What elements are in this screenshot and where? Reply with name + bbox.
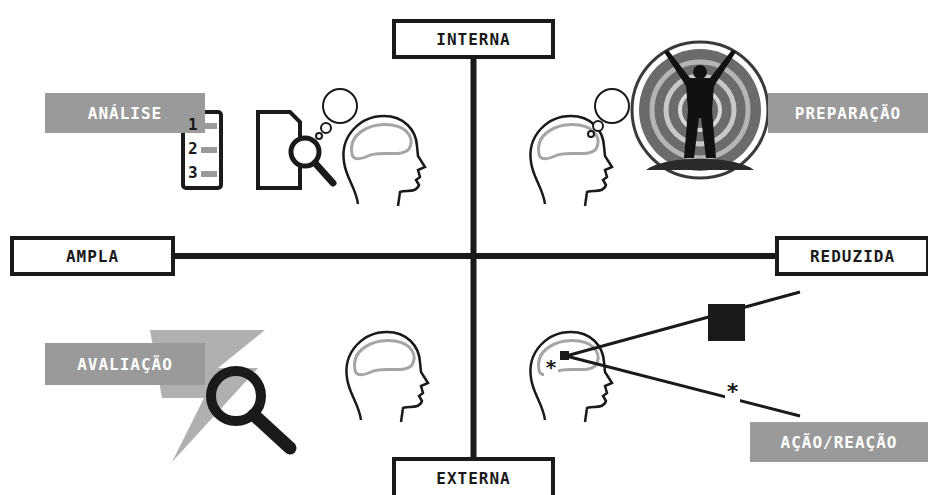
box-label: AMPLA [66, 247, 119, 266]
asterisk-mark: * [544, 357, 558, 377]
box-label: INTERNA [436, 30, 510, 49]
axis-line [175, 253, 775, 259]
box-label: REDUZIDA [810, 247, 895, 266]
action-lines [560, 292, 800, 416]
axis-box: AMPLA [10, 236, 175, 276]
quadrant-tag: PREPARAÇÃO [768, 93, 928, 133]
asterisk-mark: * [725, 381, 740, 403]
box-label: EXTERNA [436, 469, 510, 488]
list-number: 3 [188, 165, 198, 181]
box-label: ANÁLISE [88, 104, 162, 123]
axis-box: REDUZIDA [775, 236, 928, 276]
head-icon [530, 116, 612, 206]
axis-box: EXTERNA [392, 457, 555, 495]
box-label: AVALIAÇÃO [77, 355, 173, 374]
box-label: AÇÃO/REAÇÃO [781, 433, 898, 452]
quadrant-tag: AÇÃO/REAÇÃO [750, 422, 928, 462]
preparation-figure [632, 42, 768, 178]
quadrant-tag: ANÁLISE [45, 93, 205, 133]
box-label: PREPARAÇÃO [795, 104, 901, 123]
head-icon [343, 116, 425, 206]
head-icon [346, 332, 428, 422]
list-number: 1 [188, 117, 198, 133]
axis-box: INTERNA [392, 19, 555, 59]
list-number: 2 [188, 141, 198, 157]
document-icon [258, 112, 333, 188]
quadrant-tag: AVALIAÇÃO [45, 343, 205, 385]
